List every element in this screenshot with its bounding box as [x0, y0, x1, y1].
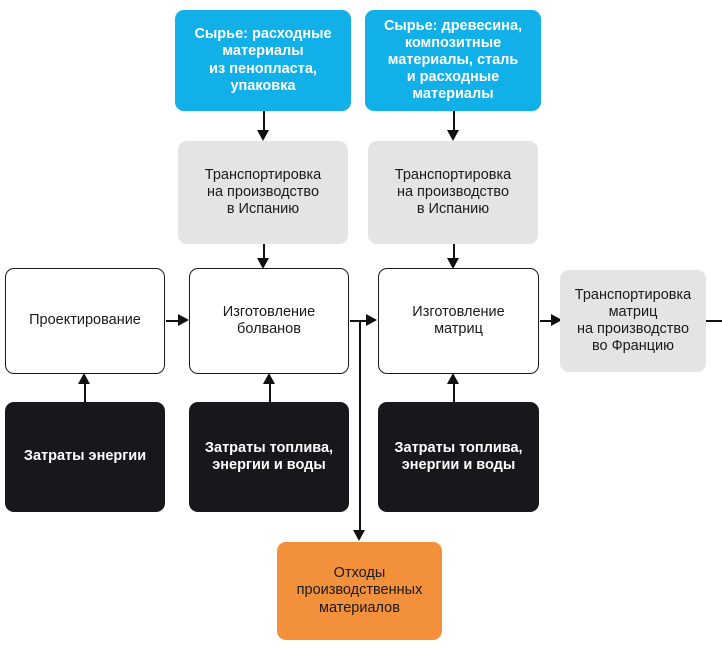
arrowhead-raw-foam-to-transport1: [257, 130, 269, 141]
node-raw-material-wood[interactable]: Сырье: древесина, композитные материалы,…: [365, 10, 541, 111]
node-energy-costs[interactable]: Затраты энергии: [5, 402, 165, 512]
connector-raw-wood-to-transport2: [453, 110, 455, 132]
connector-make-molds-to-transport-france: [540, 320, 556, 322]
arrowhead-make-plugs-to-make-molds: [366, 314, 377, 326]
connector-make-plugs-to-waste: [359, 320, 361, 534]
connector-design-to-make-plugs: [166, 320, 182, 322]
connector-energy-costs-to-design: [84, 381, 86, 402]
node-fuel-energy-water-2[interactable]: Затраты топлива, энергии и воды: [378, 402, 539, 512]
arrowhead-fuel2-to-make-molds: [447, 373, 459, 384]
connector-transport-france-outgoing: [706, 320, 722, 322]
node-fuel-energy-water-1[interactable]: Затраты топлива, энергии и воды: [189, 402, 349, 512]
arrowhead-fuel1-to-make-plugs: [263, 373, 275, 384]
arrowhead-design-to-make-plugs: [178, 314, 189, 326]
node-transport-to-spain-2[interactable]: Транспортировка на производство в Испани…: [368, 141, 538, 244]
node-raw-material-foam[interactable]: Сырье: расходные материалы из пенопласта…: [175, 10, 351, 111]
connector-transport1-to-make-plugs: [263, 243, 265, 261]
arrowhead-make-molds-to-transport-france: [551, 314, 562, 326]
arrowhead-transport1-to-make-plugs: [257, 258, 269, 269]
arrowhead-transport2-to-make-molds: [447, 258, 459, 269]
node-transport-to-spain-1[interactable]: Транспортировка на производство в Испани…: [178, 141, 348, 244]
connector-fuel1-to-make-plugs: [269, 381, 271, 402]
node-transport-to-france[interactable]: Транспортировка матриц на производство в…: [560, 270, 706, 372]
connector-make-plugs-to-make-molds: [350, 320, 372, 322]
node-make-molds[interactable]: Изготовление матриц: [378, 268, 539, 374]
node-production-waste[interactable]: Отходы производственных материалов: [277, 542, 442, 640]
arrowhead-make-plugs-to-waste: [353, 530, 365, 541]
node-design[interactable]: Проектирование: [5, 268, 165, 374]
arrowhead-energy-costs-to-design: [78, 373, 90, 384]
arrowhead-raw-wood-to-transport2: [447, 130, 459, 141]
connector-transport2-to-make-molds: [453, 243, 455, 261]
node-make-plugs[interactable]: Изготовление болванов: [189, 268, 349, 374]
connector-fuel2-to-make-molds: [453, 381, 455, 402]
connector-raw-foam-to-transport1: [263, 110, 265, 132]
